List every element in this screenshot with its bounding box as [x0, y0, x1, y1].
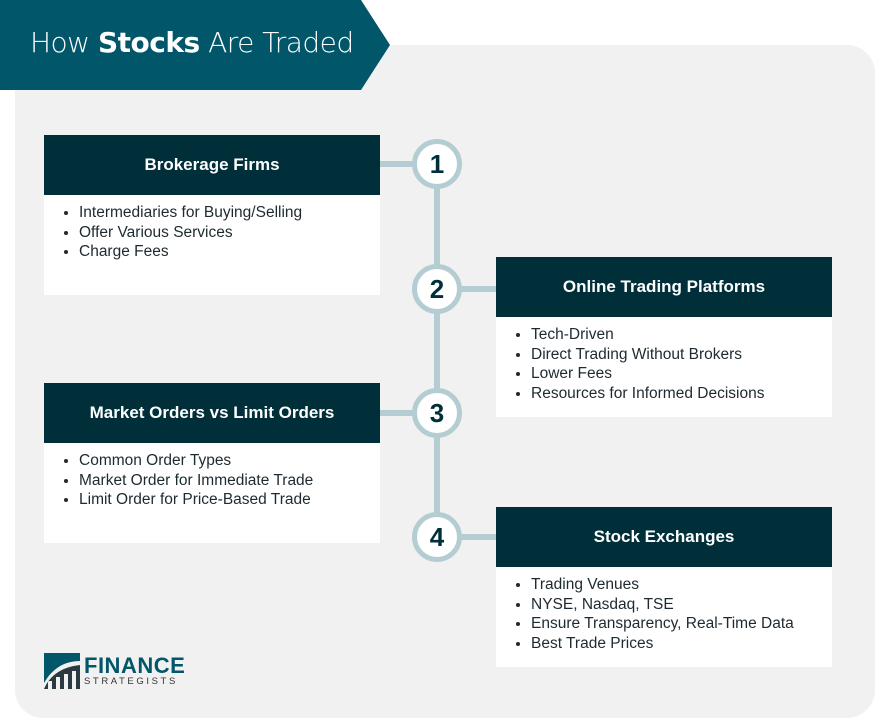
card-market-vs-limit-orders: Market Orders vs Limit Orders Common Ord… [44, 383, 380, 543]
card-stock-exchanges: Stock Exchanges Trading VenuesNYSE, Nasd… [496, 507, 832, 667]
card-online-trading-platforms: Online Trading Platforms Tech-DrivenDire… [496, 257, 832, 417]
list-item: Direct Trading Without Brokers [531, 345, 832, 365]
list-item: Lower Fees [531, 364, 832, 384]
connector-2 [455, 286, 496, 292]
connector-1 [380, 161, 420, 167]
card-heading: Stock Exchanges [496, 507, 832, 567]
list-item: Tech-Driven [531, 325, 832, 345]
card-brokerage-firms: Brokerage Firms Intermediaries for Buyin… [44, 135, 380, 295]
card-heading: Online Trading Platforms [496, 257, 832, 317]
step-number-1: 1 [412, 139, 462, 189]
step-number-3: 3 [412, 388, 462, 438]
connector-3 [380, 410, 420, 416]
logo-text-finance: FINANCE [84, 652, 186, 678]
list-item: Trading Venues [531, 575, 832, 595]
list-item: Common Order Types [79, 451, 380, 471]
list-item: Offer Various Services [79, 223, 380, 243]
list-item: Charge Fees [79, 242, 380, 262]
logo-text-strategists: STRATEGISTS [84, 675, 178, 687]
list-item: Resources for Informed Decisions [531, 384, 832, 404]
list-item: Limit Order for Price-Based Trade [79, 490, 380, 510]
list-item: Intermediaries for Buying/Selling [79, 203, 380, 223]
connector-4 [455, 534, 496, 540]
card-heading: Brokerage Firms [44, 135, 380, 195]
list-item: NYSE, Nasdaq, TSE [531, 595, 832, 615]
step-number-2: 2 [412, 264, 462, 314]
step-number-4: 4 [412, 512, 462, 562]
list-item: Best Trade Prices [531, 634, 832, 654]
title-banner [0, 0, 390, 90]
logo-icon [44, 653, 80, 689]
page-title: How Stocks Are Traded [30, 26, 354, 59]
list-item: Market Order for Immediate Trade [79, 471, 380, 491]
card-heading: Market Orders vs Limit Orders [44, 383, 380, 443]
list-item: Ensure Transparency, Real-Time Data [531, 614, 832, 634]
timeline-line [434, 164, 440, 538]
